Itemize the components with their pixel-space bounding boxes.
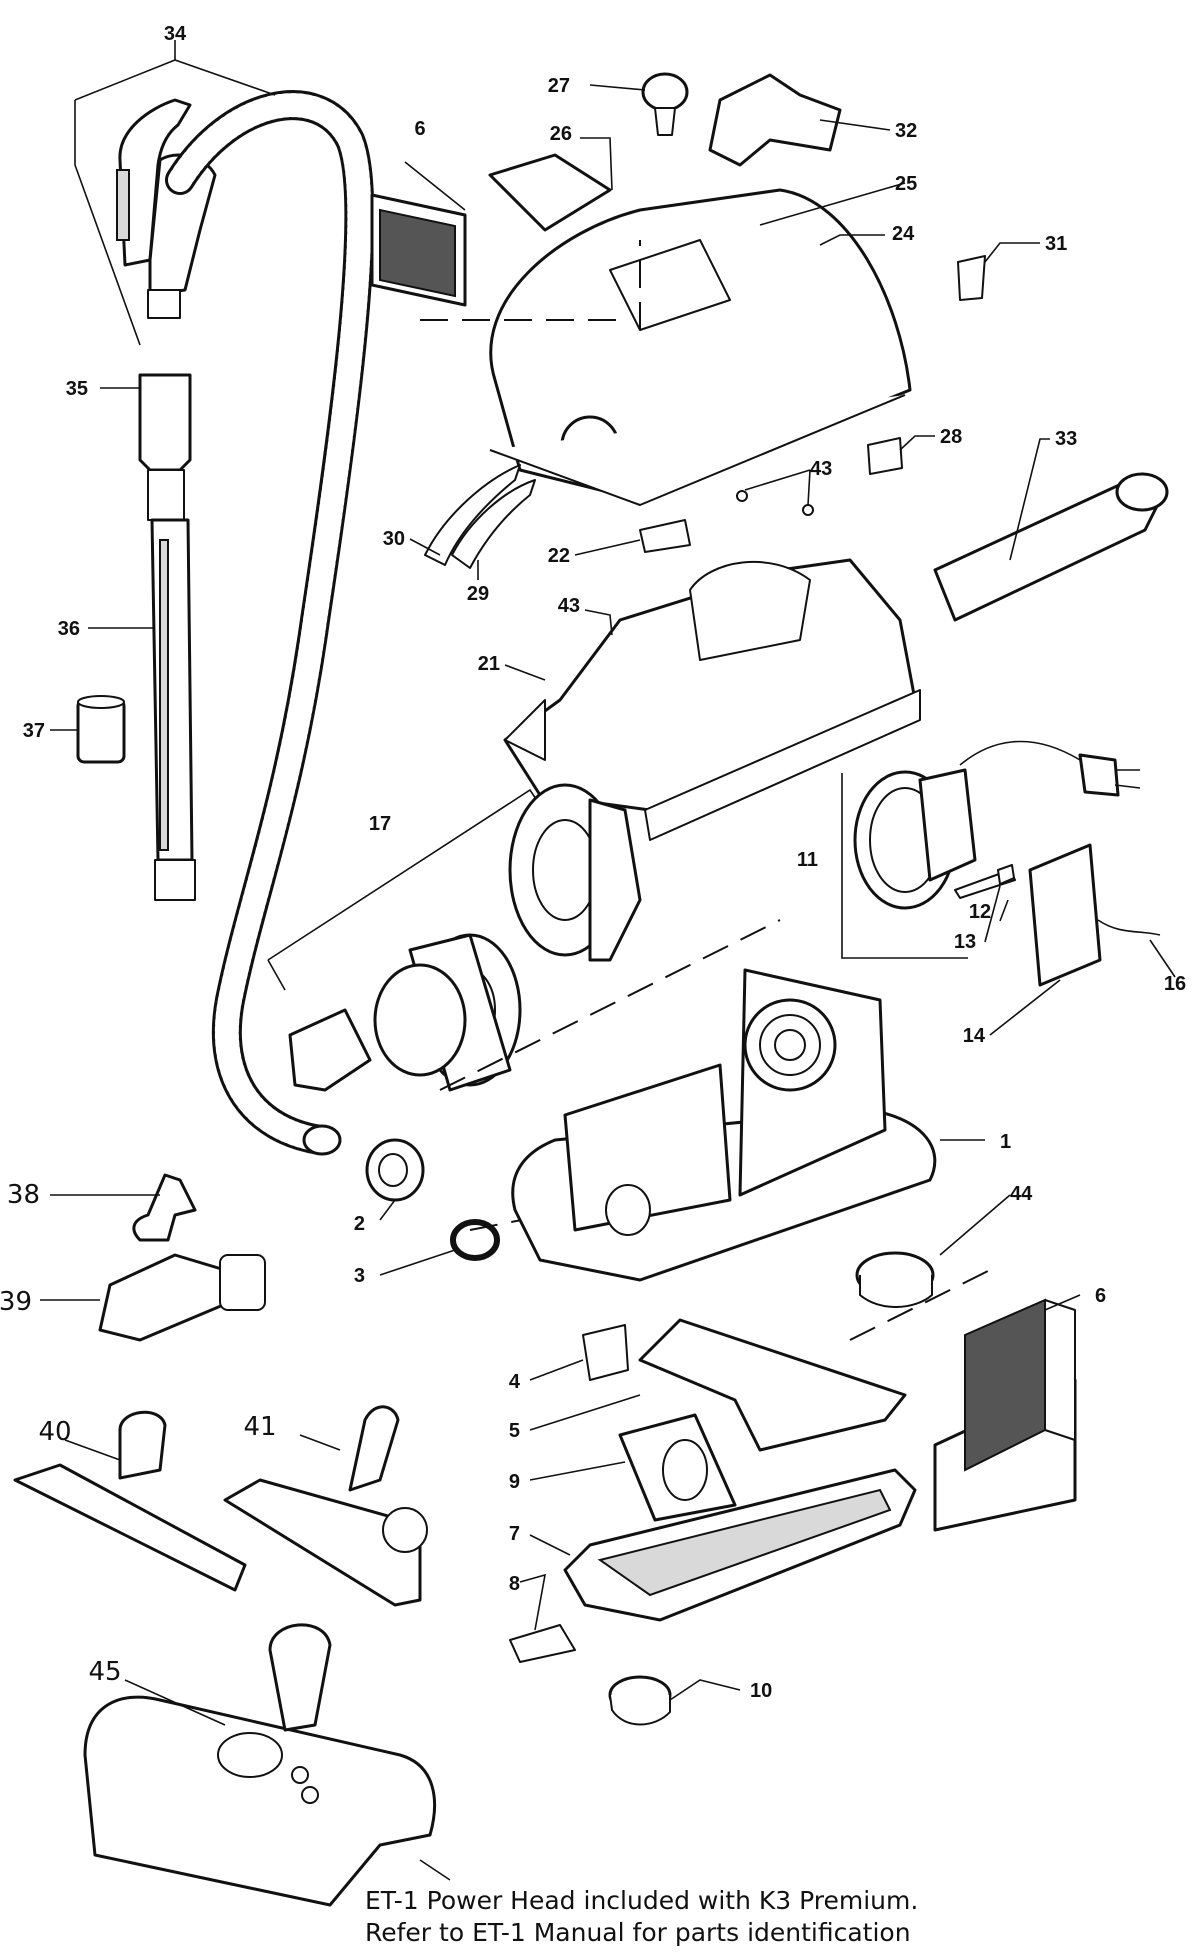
screw-43b [802,504,814,516]
motor-17 [267,783,642,1092]
part-labels: 34 35 36 37 38 39 40 41 45 6 27 26 32 25… [0,23,1186,1702]
label-3: 3 [354,1265,365,1287]
gasket-3 [450,1219,500,1261]
filter-6-top [370,193,467,307]
label-31: 31 [1045,233,1067,255]
label-21: 21 [478,653,500,675]
label-37: 37 [23,720,45,742]
label-16: 16 [1164,973,1186,995]
label-1: 1 [1000,1131,1011,1153]
hose [165,90,375,1155]
clip-31 [957,255,986,301]
part-29 [451,479,536,569]
clip-28 [867,437,903,475]
crevice-tool-33 [933,472,1169,622]
label-4: 4 [509,1371,521,1393]
screw-43a [736,490,748,502]
latch-22 [639,519,691,553]
label-13: 13 [954,931,976,953]
label-9: 9 [509,1471,520,1493]
label-11: 11 [797,849,818,871]
wand-36 [138,373,196,901]
part-30 [424,464,521,566]
part-2 [365,1138,425,1202]
hose-handle-34 [116,98,217,319]
label-43-lower: 43 [558,595,580,617]
bag-holder-9 [618,1413,737,1522]
cord-reel-11 [841,740,1141,959]
latch-8 [509,1624,576,1663]
power-head-45 [83,1623,437,1907]
footnote-line-1: ET-1 Power Head included with K3 Premium… [365,1886,919,1915]
top-cover-24 [489,188,912,506]
pcb-14 [1028,843,1102,987]
knob-27 [641,72,689,136]
label-26: 26 [550,123,572,145]
label-8: 8 [509,1573,520,1595]
label-30: 30 [383,528,405,550]
label-39: 39 [0,1287,32,1317]
label-34: 34 [164,23,187,45]
caster-10 [608,1675,672,1726]
footnote: ET-1 Power Head included with K3 Premium… [365,1885,985,1949]
label-10: 10 [750,1680,772,1702]
label-2: 2 [354,1213,365,1235]
label-27: 27 [548,75,570,97]
label-24: 24 [892,223,915,245]
label-12: 12 [969,901,991,923]
motor-housing-21 [503,558,921,841]
label-44: 44 [1010,1183,1033,1205]
leader-lines [40,40,1176,1881]
baffle-5 [638,1318,907,1452]
label-41: 41 [243,1412,276,1442]
dust-brush-39 [98,1253,266,1342]
label-22: 22 [548,545,570,567]
label-29: 29 [467,583,489,605]
label-36: 36 [58,618,80,640]
turbo-brush-41 [223,1405,428,1607]
base-1 [511,968,937,1282]
floor-tool-40 [13,1410,247,1592]
label-5: 5 [509,1420,520,1442]
bracket-4 [582,1324,629,1381]
cover-26 [488,153,612,232]
filter-6-bottom [933,1298,1077,1532]
label-6-bottom: 6 [1095,1285,1106,1307]
footnote-line-2: Refer to ET-1 Manual for parts identific… [365,1918,911,1947]
caster-44 [855,1251,935,1308]
label-38: 38 [7,1180,40,1210]
tray-7 [563,1468,917,1622]
bracket-13 [997,864,1015,885]
clip-38 [132,1173,197,1242]
label-14: 14 [963,1025,986,1047]
label-17: 17 [369,813,391,835]
wire-16 [1097,919,1161,936]
label-28: 28 [940,426,962,448]
label-33: 33 [1055,428,1077,450]
handle-32 [708,73,842,167]
label-25: 25 [895,173,917,195]
label-43-upper: 43 [810,458,832,480]
label-7: 7 [509,1523,520,1545]
label-45: 45 [88,1657,121,1687]
label-40: 40 [38,1417,71,1447]
label-32: 32 [895,120,917,142]
label-35: 35 [66,378,88,400]
ring-37 [76,695,126,764]
label-6-top: 6 [414,118,425,140]
